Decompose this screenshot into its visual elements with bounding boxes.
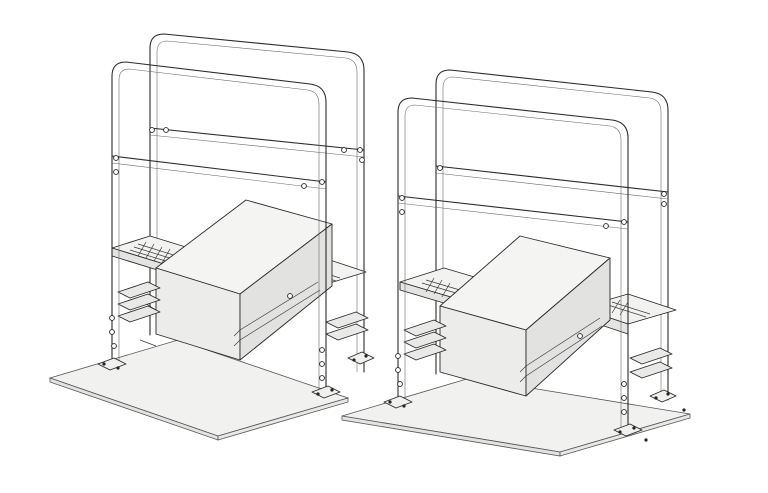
bolt-12	[319, 347, 325, 353]
bolt-27	[621, 409, 627, 415]
anchor-11	[666, 392, 670, 396]
bolt-21	[661, 201, 667, 207]
bolt-11	[111, 343, 117, 349]
anchor-8	[618, 430, 622, 434]
unit-left	[48, 33, 375, 441]
bolt-17	[603, 223, 609, 229]
bolt-9	[109, 315, 115, 321]
front-crossbar-left	[111, 155, 327, 183]
bolt-8	[341, 147, 347, 153]
rear-handrail-right	[435, 69, 669, 401]
bolt-28	[287, 293, 293, 299]
anchor-10	[654, 396, 658, 400]
step-treads-right-a	[403, 319, 447, 361]
bolt-22	[395, 353, 401, 359]
bolt-10	[109, 329, 115, 335]
bolt-29	[577, 333, 583, 339]
channel-rail-left	[233, 281, 321, 347]
bolt-14	[319, 375, 325, 381]
step-treads-right-b	[629, 347, 673, 379]
anchor-0	[102, 362, 106, 366]
bolt-4	[149, 127, 155, 133]
step-treads-left-b	[325, 311, 369, 341]
bolt-18	[621, 219, 627, 225]
base-plate-left	[48, 339, 350, 437]
bolt-2	[301, 183, 307, 189]
step-treads-left-a	[117, 281, 161, 323]
front-handrail-right	[397, 97, 629, 431]
bolt-19	[437, 165, 443, 171]
base-plate-left-side	[217, 397, 349, 441]
anchor-13	[644, 438, 648, 442]
bolt-6	[359, 157, 365, 163]
bolt-3	[319, 179, 325, 185]
rear-crossbar-left	[149, 127, 365, 151]
bolt-1	[113, 169, 119, 175]
fasteners	[102, 127, 686, 442]
bolt-13	[319, 361, 325, 367]
front-crossbar-right	[397, 195, 629, 223]
bolt-15	[399, 195, 405, 201]
anchor-9	[632, 426, 636, 430]
bolt-20	[661, 191, 667, 197]
anchor-6	[388, 400, 392, 404]
cover-box-right-side	[525, 257, 611, 397]
bolt-5	[357, 147, 363, 153]
bolt-24	[397, 381, 403, 387]
front-handrail-left	[111, 61, 327, 393]
grate-right-b	[607, 299, 651, 318]
unit-right	[341, 69, 691, 457]
bolt-7	[163, 127, 169, 133]
anchor-2	[316, 392, 320, 396]
anchor-12	[682, 408, 686, 412]
anchor-1	[116, 366, 120, 370]
bolt-0	[113, 155, 119, 161]
rear-handrail-left	[149, 33, 365, 373]
bolt-26	[621, 395, 627, 401]
anchor-3	[330, 388, 334, 392]
anchor-5	[364, 354, 368, 358]
bolt-25	[621, 381, 627, 387]
rear-crossbar-right	[435, 165, 669, 193]
anchor-4	[352, 358, 356, 362]
anchor-7	[402, 404, 406, 408]
bolt-16	[399, 209, 405, 215]
bolt-23	[395, 367, 401, 373]
channel-rail-right	[519, 317, 603, 383]
